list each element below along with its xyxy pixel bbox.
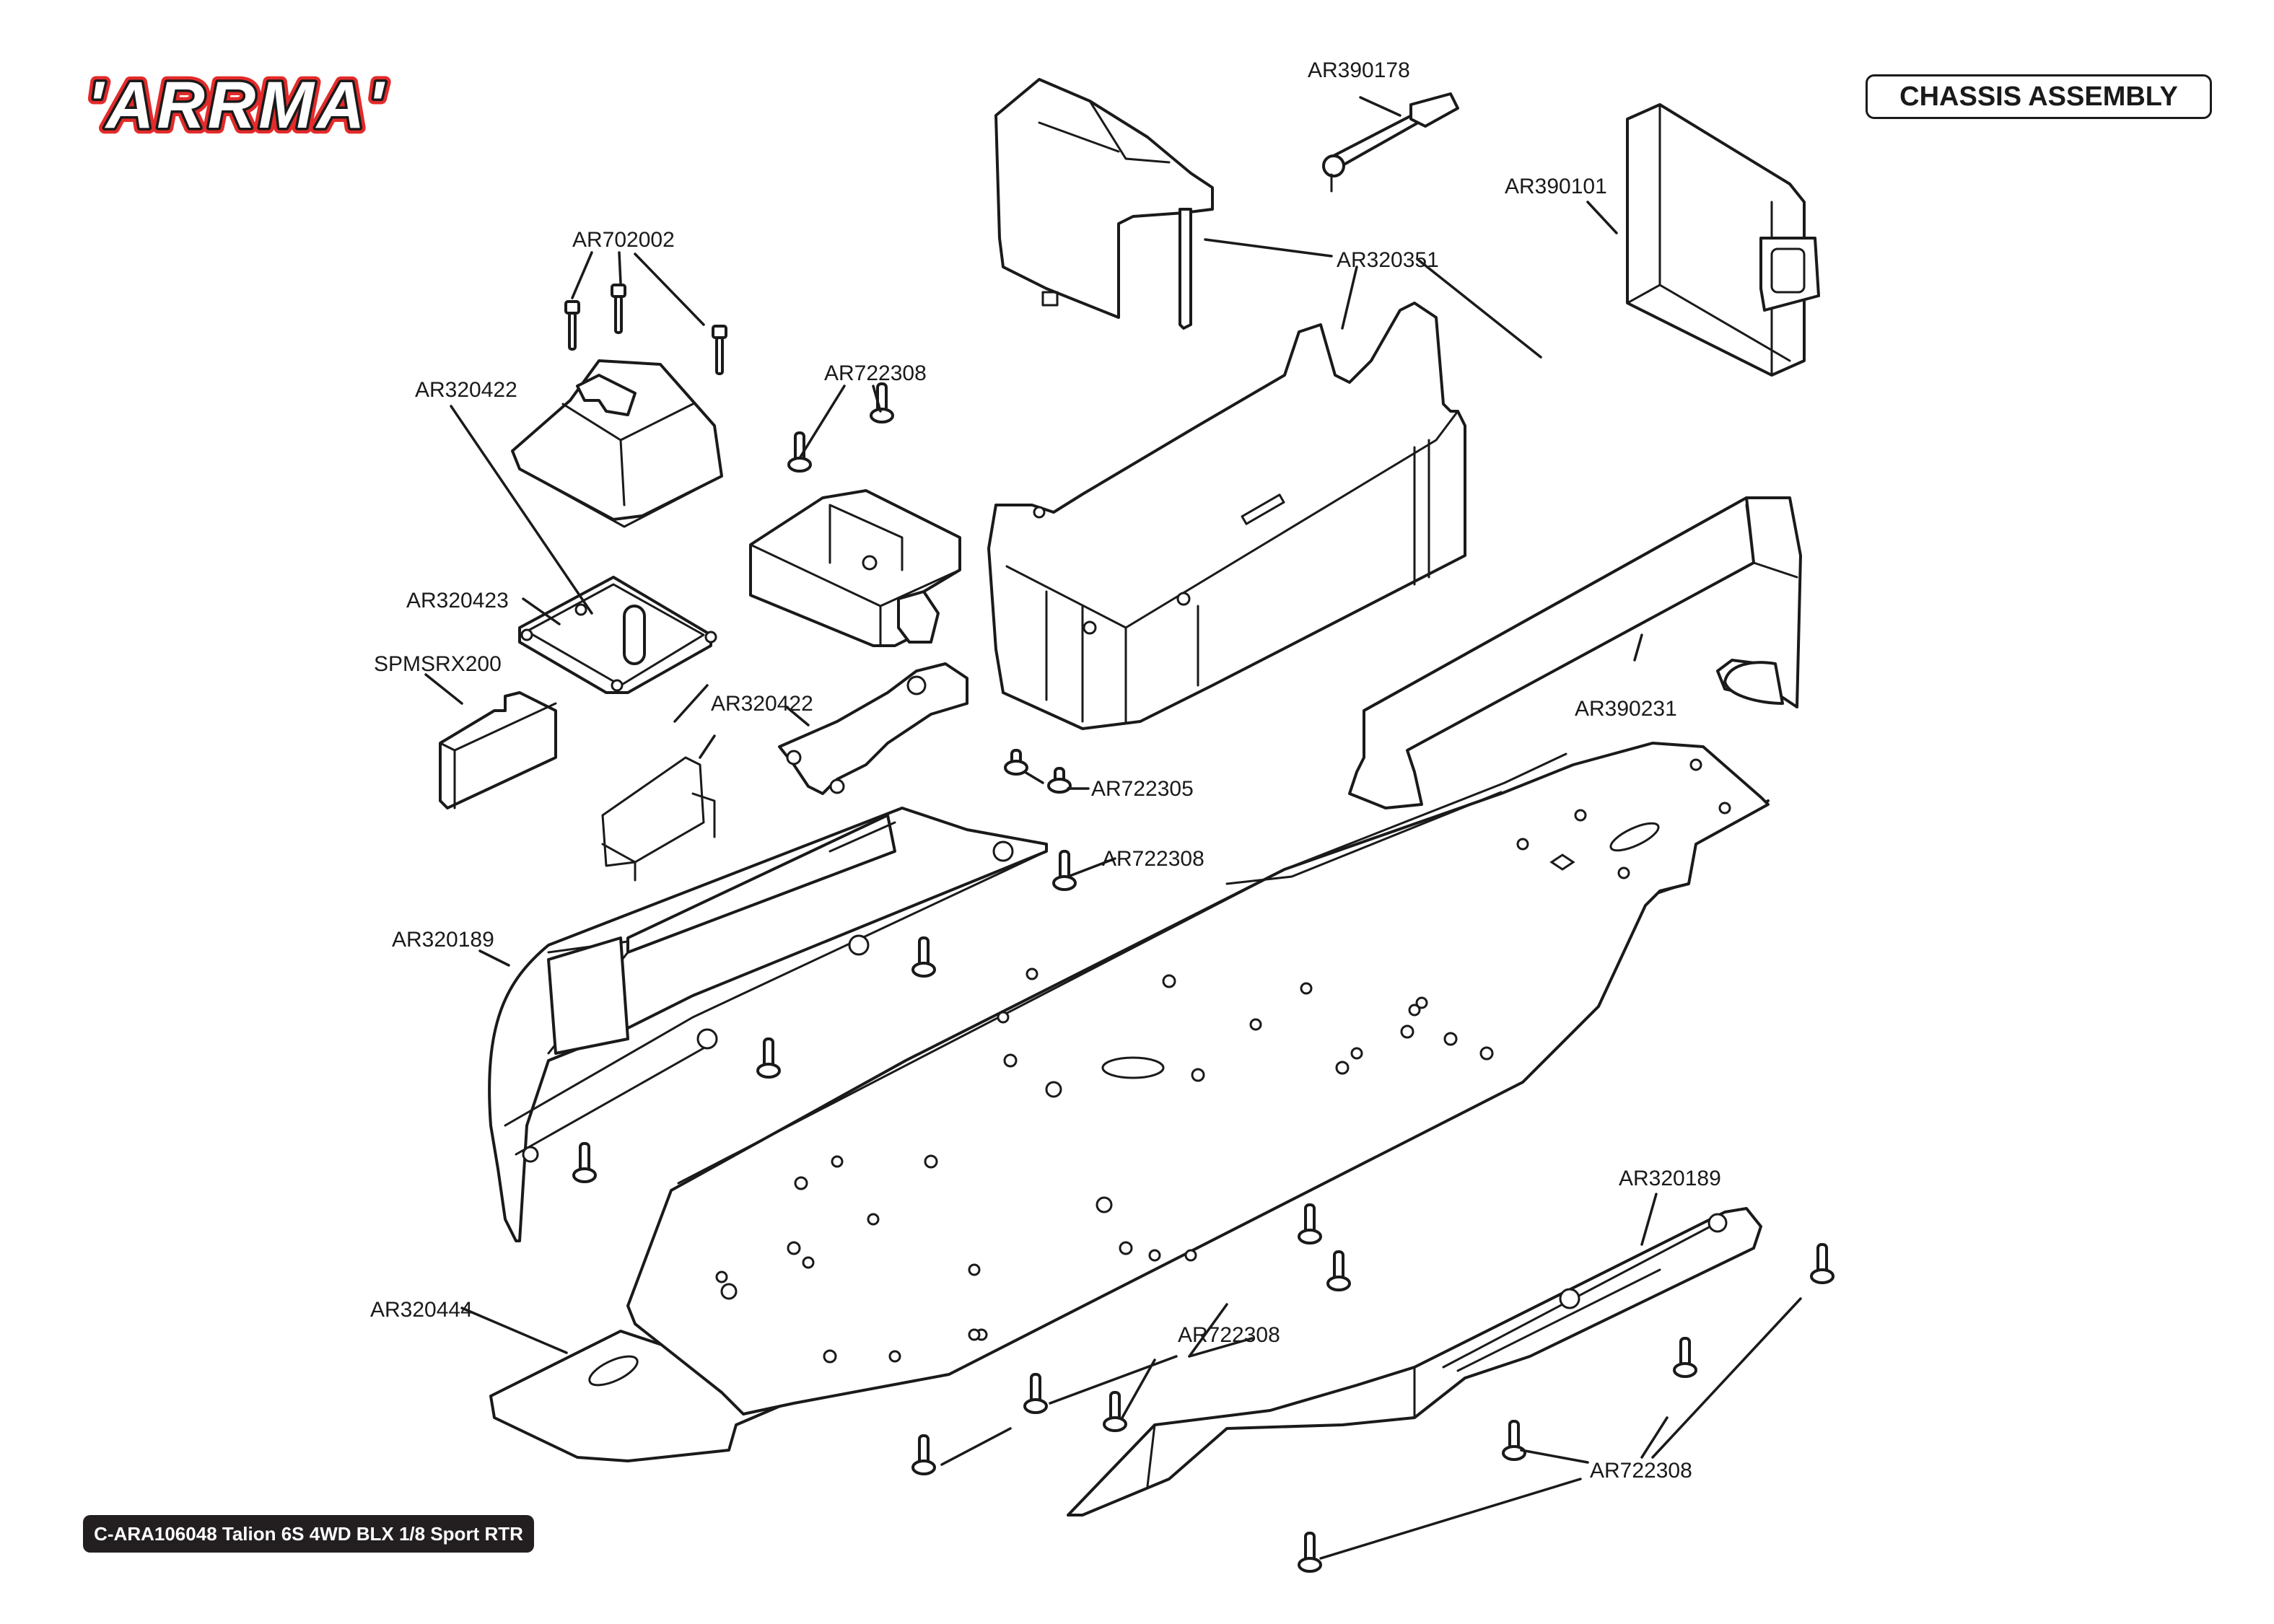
callout-spmsrx200: SPMSRX200 bbox=[374, 652, 502, 676]
flat-head-screw bbox=[1047, 767, 1072, 794]
callout-ar390178: AR390178 bbox=[1308, 58, 1410, 82]
screws-ar702002 bbox=[564, 284, 727, 375]
leader-lines bbox=[424, 96, 1802, 1560]
flat-head-screws bbox=[572, 382, 1834, 1573]
flat-head-screw bbox=[572, 1142, 597, 1183]
receiver-box bbox=[749, 489, 961, 647]
battery-strap-short bbox=[1626, 103, 1820, 377]
model-footer-text: C-ARA106048 Talion 6S 4WD BLX 1/8 Sport … bbox=[94, 1522, 523, 1545]
flat-head-screw bbox=[1004, 749, 1028, 776]
screw bbox=[611, 284, 626, 334]
receiver-seal bbox=[518, 576, 717, 694]
flat-head-screw bbox=[1103, 1391, 1127, 1432]
side-guard-right bbox=[1067, 1207, 1762, 1517]
flat-head-screw bbox=[1810, 1243, 1834, 1284]
page-title: CHASSIS ASSEMBLY bbox=[1866, 74, 2212, 119]
logo-stroke: 'ARRMA' bbox=[87, 69, 386, 137]
callout-ar320189-left: AR320189 bbox=[392, 928, 494, 952]
callout-ar320422-mid: AR320422 bbox=[711, 692, 813, 716]
callout-ar702002: AR702002 bbox=[572, 228, 675, 252]
servo-bracket bbox=[778, 662, 968, 795]
flat-head-screw bbox=[1298, 1532, 1322, 1573]
side-guard-left bbox=[488, 807, 1048, 1242]
battery-strap-long bbox=[1348, 496, 1802, 809]
callout-ar390101: AR390101 bbox=[1505, 175, 1607, 198]
flat-head-screw bbox=[1673, 1337, 1697, 1378]
page-title-text: CHASSIS ASSEMBLY bbox=[1899, 81, 2178, 112]
callout-ar722305: AR722305 bbox=[1091, 777, 1194, 801]
arrma-logo: 'ARRMA' 'ARRMA' 'ARRMA' bbox=[83, 69, 389, 137]
flat-head-screw bbox=[756, 1037, 781, 1079]
receiver-mount bbox=[601, 756, 716, 882]
screw bbox=[564, 300, 580, 351]
receiver bbox=[439, 691, 557, 809]
flat-head-screw bbox=[911, 936, 936, 978]
callout-ar320422-top: AR320422 bbox=[415, 378, 517, 402]
callout-ar722308-bottom: AR722308 bbox=[1590, 1459, 1692, 1483]
flat-head-screw bbox=[1502, 1420, 1526, 1461]
flat-head-screw bbox=[1298, 1203, 1322, 1245]
callout-ar320423: AR320423 bbox=[406, 589, 509, 613]
flat-head-screw bbox=[787, 431, 812, 473]
flat-head-screw bbox=[1023, 1373, 1048, 1414]
callout-labels: AR390178 AR390101 AR320351 AR702002 AR32… bbox=[370, 58, 1721, 1483]
battery-brace bbox=[994, 78, 1214, 330]
logo-fill: 'ARRMA' bbox=[87, 69, 386, 137]
callout-ar722308-top: AR722308 bbox=[824, 361, 927, 385]
flat-head-screw bbox=[1326, 1250, 1351, 1291]
callout-ar320189-right: AR320189 bbox=[1619, 1167, 1721, 1190]
callout-ar390231: AR390231 bbox=[1575, 697, 1677, 721]
screw bbox=[712, 325, 727, 375]
callout-ar320444: AR320444 bbox=[370, 1298, 473, 1322]
callout-ar722308-lower: AR722308 bbox=[1178, 1323, 1280, 1347]
logo-outline: 'ARRMA' bbox=[87, 69, 386, 137]
chassis-holes bbox=[588, 758, 1731, 1387]
model-footer: C-ARA106048 Talion 6S 4WD BLX 1/8 Sport … bbox=[83, 1515, 534, 1553]
switch-lead bbox=[1322, 92, 1459, 193]
callout-ar722308-mid: AR722308 bbox=[1102, 847, 1204, 871]
flat-head-screw bbox=[1052, 850, 1077, 891]
callout-ar320351: AR320351 bbox=[1337, 248, 1439, 272]
chassis-plate bbox=[489, 742, 1770, 1462]
flat-head-screw bbox=[911, 1434, 936, 1475]
battery-tray bbox=[987, 302, 1466, 730]
receiver-box-cover bbox=[511, 359, 723, 528]
